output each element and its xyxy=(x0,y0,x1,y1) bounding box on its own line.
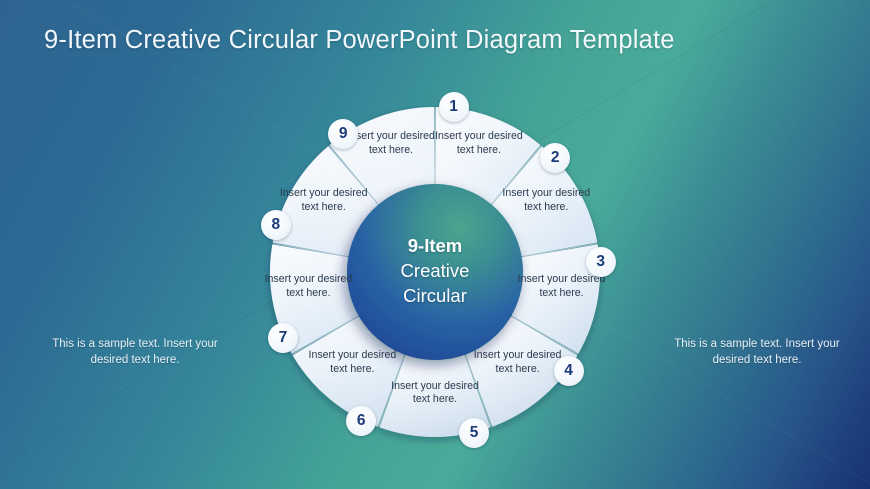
segment-divider xyxy=(465,355,492,427)
segment-divider xyxy=(511,316,578,355)
segment-badge-2[interactable]: 2 xyxy=(540,142,571,173)
left-sample-text: This is a sample text. Insert your desir… xyxy=(52,338,218,367)
segment-badge-1[interactable]: 1 xyxy=(438,92,469,123)
segment-divider xyxy=(491,146,541,205)
segment-badge-4[interactable]: 4 xyxy=(553,355,584,386)
segment-badge-6[interactable]: 6 xyxy=(346,405,377,436)
segment-badge-8[interactable]: 8 xyxy=(260,210,291,241)
center-core-circle xyxy=(347,184,523,360)
segment-badge-7[interactable]: 7 xyxy=(267,323,298,354)
segment-divider xyxy=(522,243,597,257)
segment-dividers xyxy=(273,108,597,427)
segment-badge-5[interactable]: 5 xyxy=(459,418,490,449)
segment-divider xyxy=(273,243,348,257)
segment-badge-3[interactable]: 3 xyxy=(585,246,616,277)
right-sample-text: This is a sample text. Insert your desir… xyxy=(674,338,840,367)
segment-divider xyxy=(329,146,379,205)
page-title: 9-Item Creative Circular PowerPoint Diag… xyxy=(44,26,675,54)
segment-divider xyxy=(378,355,405,427)
segment-badge-9[interactable]: 9 xyxy=(328,118,359,149)
segment-divider xyxy=(292,316,359,355)
